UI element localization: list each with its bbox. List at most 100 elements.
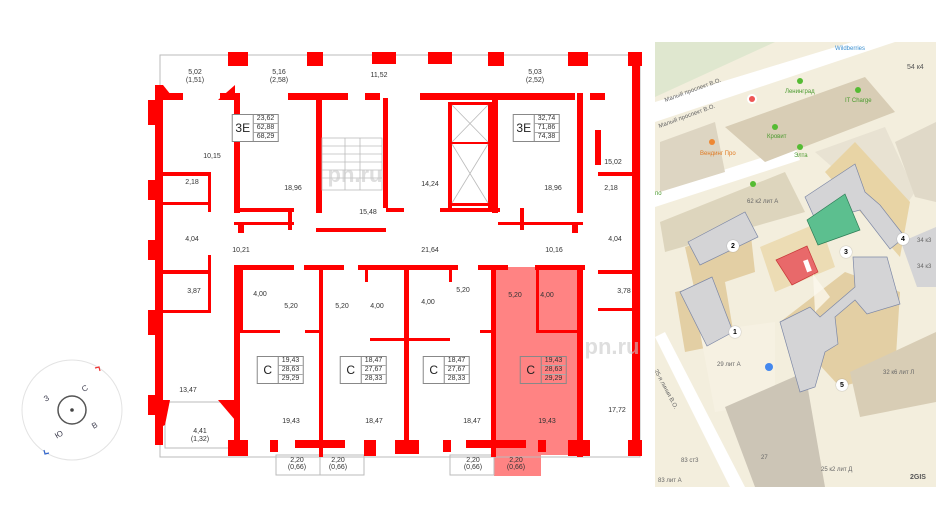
- building-marker-4[interactable]: 4: [897, 233, 909, 245]
- map-label-building: 83 лит А: [658, 478, 682, 484]
- map-label-wildberries[interactable]: Wildberries: [835, 46, 866, 52]
- compass: С В Ю З: [20, 358, 124, 462]
- apartment-type: C: [341, 357, 362, 383]
- map-label-building: 54 к4: [907, 64, 924, 71]
- living-area: 23,62: [253, 115, 278, 124]
- area-with-balcony: 28,33: [364, 375, 383, 382]
- apartment-type: C: [424, 357, 445, 383]
- room-area: 5,03: [528, 69, 542, 76]
- room-area: 4,00: [421, 299, 435, 306]
- room-area: 4,04: [608, 236, 622, 243]
- room-area: 2,18: [604, 185, 618, 192]
- room-area: 19,43: [538, 418, 556, 425]
- total-area: 28,63: [541, 366, 566, 375]
- selected-balcony-highlight: [494, 455, 541, 476]
- room-area: 18,47: [365, 418, 383, 425]
- map-provider-logo: 2GIS: [910, 474, 926, 481]
- apartment-type: 3E: [233, 115, 254, 141]
- map-label-building: 25 к2 лит Д: [821, 467, 853, 473]
- area-with-balcony: 74,38: [537, 133, 556, 140]
- room-area: 5,02: [188, 69, 202, 76]
- map-label-building: 34 к3: [917, 238, 932, 244]
- room-area: 3,87: [187, 288, 201, 295]
- map-label-krovit[interactable]: Кровит: [767, 134, 787, 140]
- room-area: 19,43: [282, 418, 300, 425]
- total-area: 28,63: [278, 366, 303, 375]
- map-canvas: [655, 42, 936, 487]
- room-area: 5,20: [335, 303, 349, 310]
- building-marker-5[interactable]: 5: [836, 379, 848, 391]
- room-area: 4,00: [253, 291, 267, 298]
- apartment-type: 3E: [514, 115, 535, 141]
- map-label-vending[interactable]: Вендинг Про: [700, 151, 736, 157]
- room-area: 2,18: [185, 179, 199, 186]
- area-with-balcony: 28,33: [447, 375, 466, 382]
- room-area: 5,20: [284, 303, 298, 310]
- apartment-type: C: [258, 357, 279, 383]
- total-area: 62,88: [253, 124, 278, 133]
- map-label-building: 83 ст3: [681, 458, 699, 464]
- building-marker-3[interactable]: 3: [840, 246, 852, 258]
- room-area: 5,16: [272, 69, 286, 76]
- room-area: (0,66): [506, 464, 526, 471]
- total-area: 27,67: [444, 366, 469, 375]
- room-area: 18,96: [284, 185, 302, 192]
- area-with-balcony: 29,29: [544, 375, 563, 382]
- area-with-balcony: 29,29: [281, 375, 300, 382]
- map-label-leningrad[interactable]: Ленинград: [785, 89, 815, 95]
- room-area: 10,21: [232, 247, 250, 254]
- room-area: 2,20: [466, 457, 480, 464]
- room-area: (1,32): [190, 436, 210, 443]
- room-area: 10,16: [545, 247, 563, 254]
- room-area: 13,47: [179, 387, 197, 394]
- room-area: 4,00: [370, 303, 384, 310]
- watermark: pn.ru: [584, 334, 640, 359]
- total-area: 27,67: [361, 366, 386, 375]
- area-with-balcony: 68,29: [256, 133, 275, 140]
- room-area: (2,52): [525, 77, 545, 84]
- apartment-type: C: [521, 357, 542, 383]
- room-area: 5,20: [508, 292, 522, 299]
- map-label-building: 29 лит А: [717, 362, 741, 368]
- room-area: (0,66): [328, 464, 348, 471]
- map-label-itcharge[interactable]: IT Charge: [845, 98, 872, 104]
- room-area: 11,52: [370, 72, 388, 79]
- living-area: 19,43: [541, 357, 566, 366]
- room-area: 15,48: [359, 209, 377, 216]
- room-area: 4,04: [185, 236, 199, 243]
- room-area: 10,15: [203, 153, 221, 160]
- room-area: (1,51): [185, 77, 205, 84]
- room-area: 18,96: [544, 185, 562, 192]
- room-area: (0,66): [463, 464, 483, 471]
- building-marker-1[interactable]: 1: [729, 326, 741, 338]
- room-area: 14,24: [421, 181, 439, 188]
- room-area: 2,20: [509, 457, 523, 464]
- total-area: 71,86: [534, 124, 559, 133]
- map-label-edge: по: [655, 191, 662, 197]
- living-area: 18,47: [361, 357, 386, 366]
- room-area: 17,72: [608, 407, 626, 414]
- room-area: 5,20: [456, 287, 470, 294]
- room-area: 2,20: [290, 457, 304, 464]
- room-area: 15,02: [604, 159, 622, 166]
- living-area: 18,47: [444, 357, 469, 366]
- location-map[interactable]: Wildberries Малый проспект В.О. Малый пр…: [655, 42, 936, 487]
- room-area: 21,64: [421, 247, 439, 254]
- building-marker-2[interactable]: 2: [727, 240, 739, 252]
- map-label-building: 27: [761, 455, 768, 461]
- living-area: 32,74: [534, 115, 559, 124]
- room-area: (2,58): [269, 77, 289, 84]
- room-area: 2,20: [331, 457, 345, 464]
- map-label-building: 34 к3: [917, 264, 932, 270]
- map-label-elta[interactable]: Элта: [794, 153, 808, 159]
- room-area: 4,00: [540, 292, 554, 299]
- room-area: (0,66): [287, 464, 307, 471]
- room-area: 4,41: [193, 428, 207, 435]
